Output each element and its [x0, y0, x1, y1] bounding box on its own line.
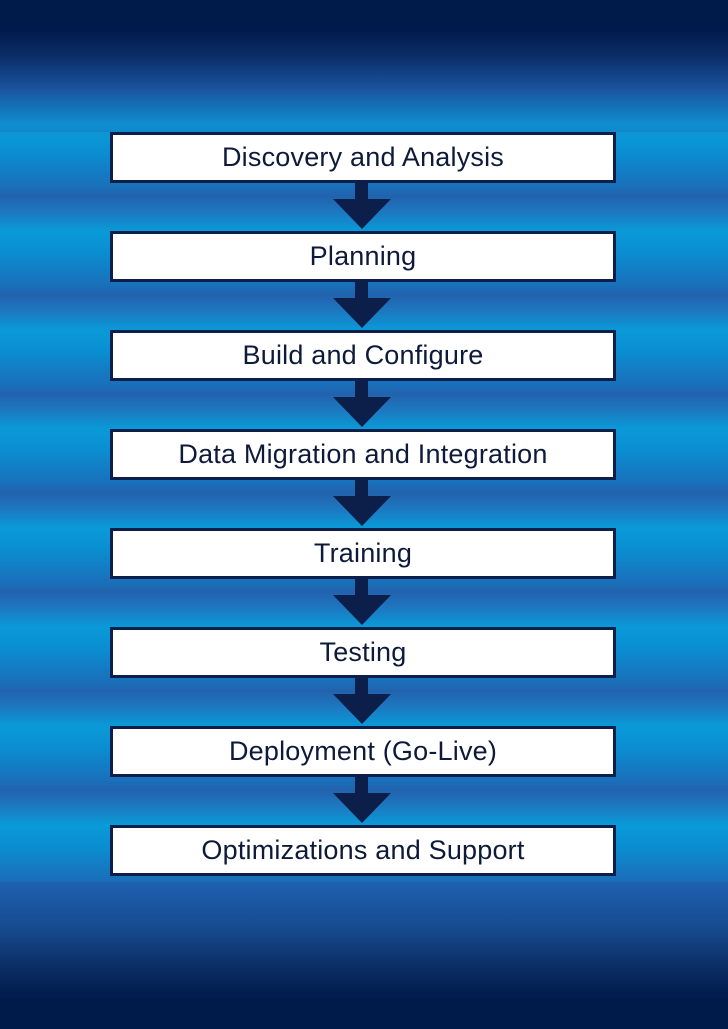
- down-arrow-icon: [333, 381, 391, 427]
- step-label: Build and Configure: [242, 340, 484, 370]
- step-build-and-configure: Build and Configure: [110, 330, 616, 381]
- step-discovery-and-analysis: Discovery and Analysis: [110, 132, 616, 183]
- step-deployment-go-live: Deployment (Go-Live): [110, 726, 616, 777]
- down-arrow-icon: [333, 480, 391, 526]
- step-label: Data Migration and Integration: [178, 439, 548, 469]
- down-arrow-icon: [333, 777, 391, 823]
- step-label: Deployment (Go-Live): [228, 736, 498, 766]
- down-arrow-icon: [333, 282, 391, 328]
- step-label: Optimizations and Support: [201, 835, 525, 865]
- down-arrow-icon: [333, 579, 391, 625]
- step-label: Discovery and Analysis: [221, 142, 505, 172]
- step-optimizations-and-support: Optimizations and Support: [110, 825, 616, 876]
- step-data-migration-and-integration: Data Migration and Integration: [110, 429, 616, 480]
- step-label: Testing: [319, 637, 407, 667]
- step-label: Training: [313, 538, 413, 568]
- step-testing: Testing: [110, 627, 616, 678]
- down-arrow-icon: [333, 678, 391, 724]
- step-label: Planning: [309, 241, 417, 271]
- step-planning: Planning: [110, 231, 616, 282]
- down-arrow-icon: [333, 183, 391, 229]
- step-training: Training: [110, 528, 616, 579]
